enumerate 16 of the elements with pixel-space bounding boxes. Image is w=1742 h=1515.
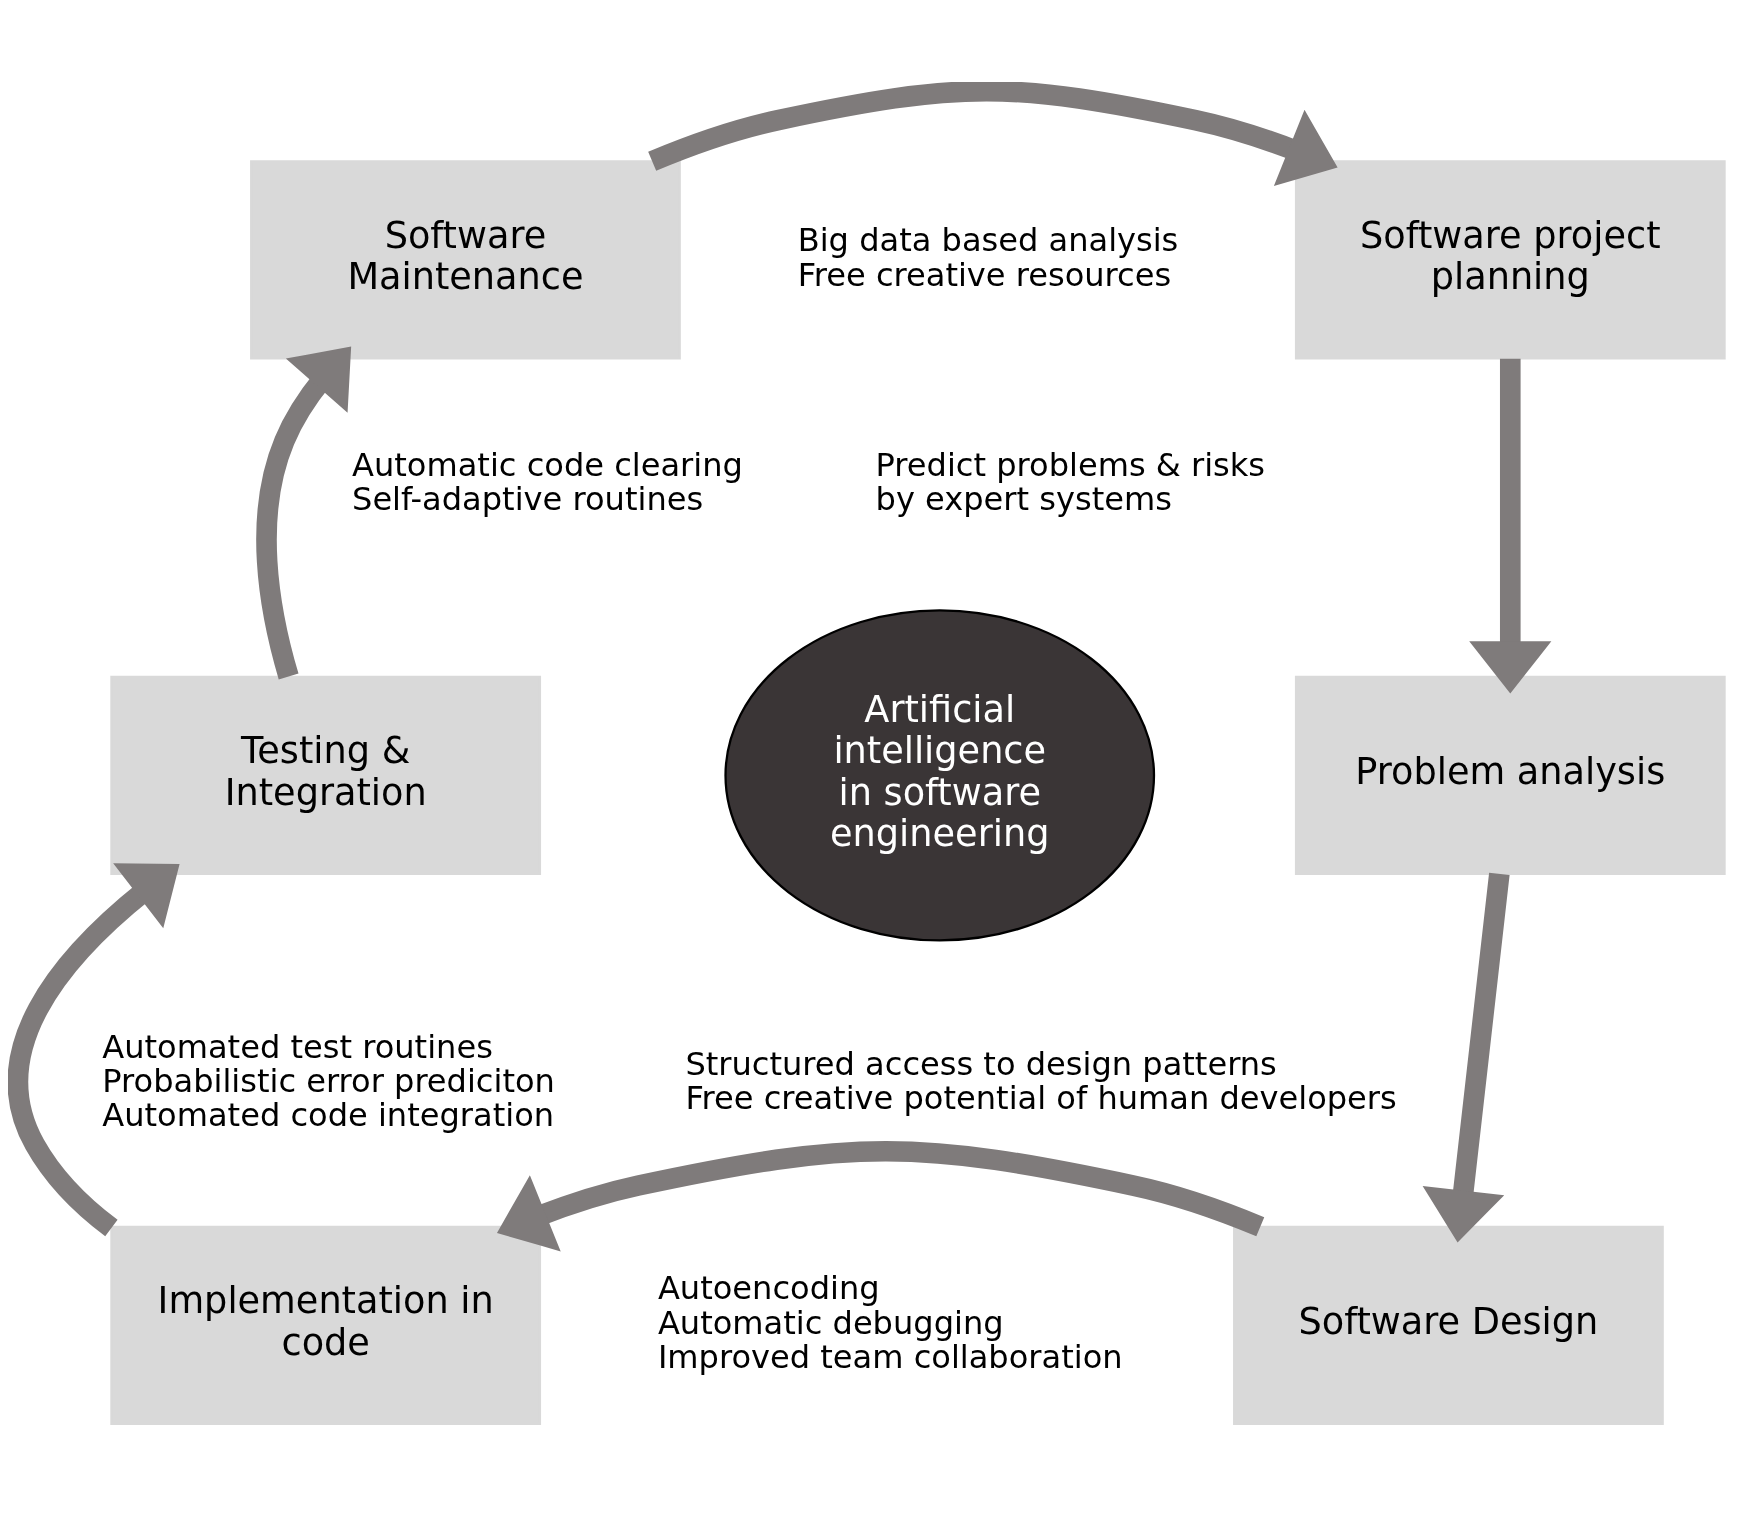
arrow [1469,358,1552,694]
arrow [8,863,180,1237]
label: Structured access to design patterns [685,1044,1277,1083]
arrow [256,346,352,680]
node-box: Software Maintenance [250,160,681,360]
node-box: Software Design [1233,1225,1664,1425]
node-box: Testing & Integration [110,675,542,876]
label: Autoencoding [657,1269,880,1308]
node-box: Software project planning [1294,160,1726,360]
node-box: Problem analysis [1294,675,1726,876]
arrow [1422,872,1510,1243]
label: Predict problems & risks [875,445,1266,484]
node-ellipse: Artificial intelligence in software engineering [724,609,1156,942]
arrow [648,82,1338,187]
arrow [496,1140,1265,1252]
node-box: Implementation in code [110,1225,542,1425]
